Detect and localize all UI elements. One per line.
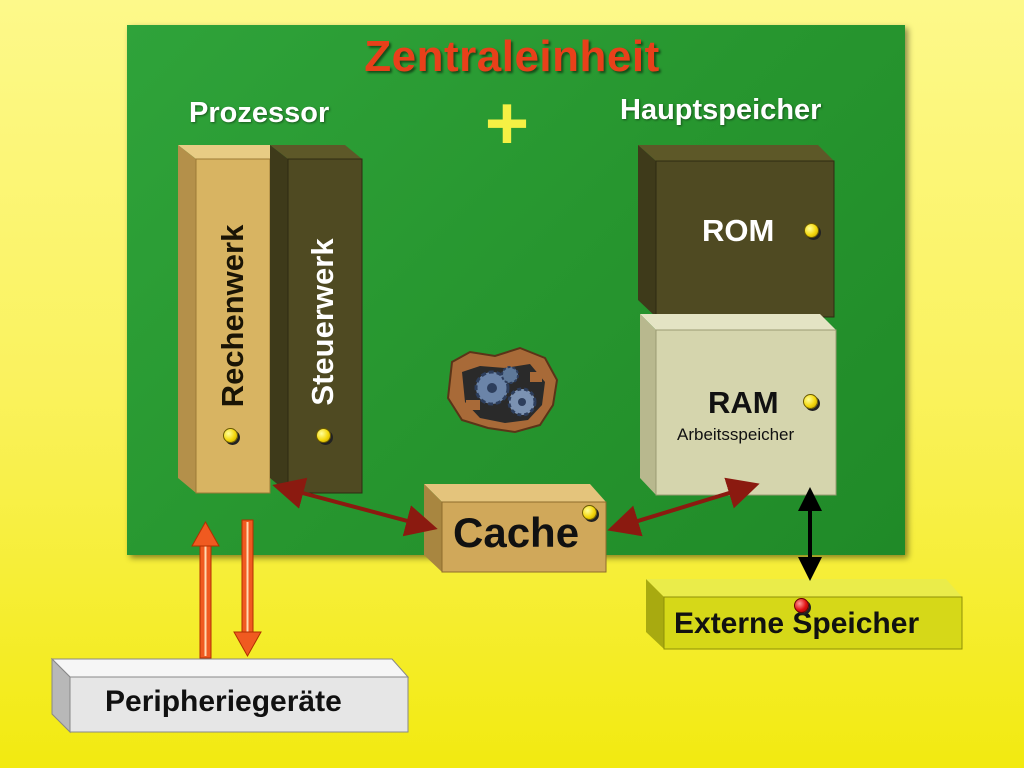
gears-image	[446, 346, 559, 434]
rom-indicator-light	[804, 223, 819, 238]
ram-label: RAM	[708, 385, 779, 420]
processor-label: Prozessor	[189, 97, 330, 129]
ram-block	[640, 314, 837, 496]
input-up-arrow	[191, 520, 220, 659]
alu-indicator-light	[223, 428, 238, 443]
peripherals-label: Peripheriegeräte	[105, 685, 342, 718]
rom-label: ROM	[702, 213, 775, 248]
external-storage-indicator-light	[794, 598, 809, 613]
rom-block	[638, 145, 835, 318]
alu-block	[178, 145, 271, 494]
main-memory-label: Hauptspeicher	[620, 94, 822, 126]
processor-cache-arrow	[272, 477, 438, 537]
diagram-title: Zentraleinheit	[364, 32, 660, 81]
cache-ram-arrow	[607, 477, 760, 537]
peripherals-block	[50, 657, 410, 734]
control-unit-label: Steuerwerk	[305, 238, 340, 406]
ram-indicator-light	[803, 394, 818, 409]
control-unit-indicator-light	[316, 428, 331, 443]
plus-symbol: +	[484, 81, 530, 166]
cache-indicator-light	[582, 505, 597, 520]
bus-arrows	[272, 477, 822, 581]
control-unit-block	[270, 145, 363, 494]
cache-label: Cache	[453, 509, 580, 556]
external-storage-block	[646, 579, 963, 650]
io-arrows	[191, 519, 262, 659]
alu-label: Rechenwerk	[215, 224, 250, 408]
external-storage-label: Externe Speicher	[674, 607, 920, 640]
output-down-arrow	[233, 519, 262, 658]
ram-sublabel: Arbeitsspeicher	[677, 425, 795, 444]
